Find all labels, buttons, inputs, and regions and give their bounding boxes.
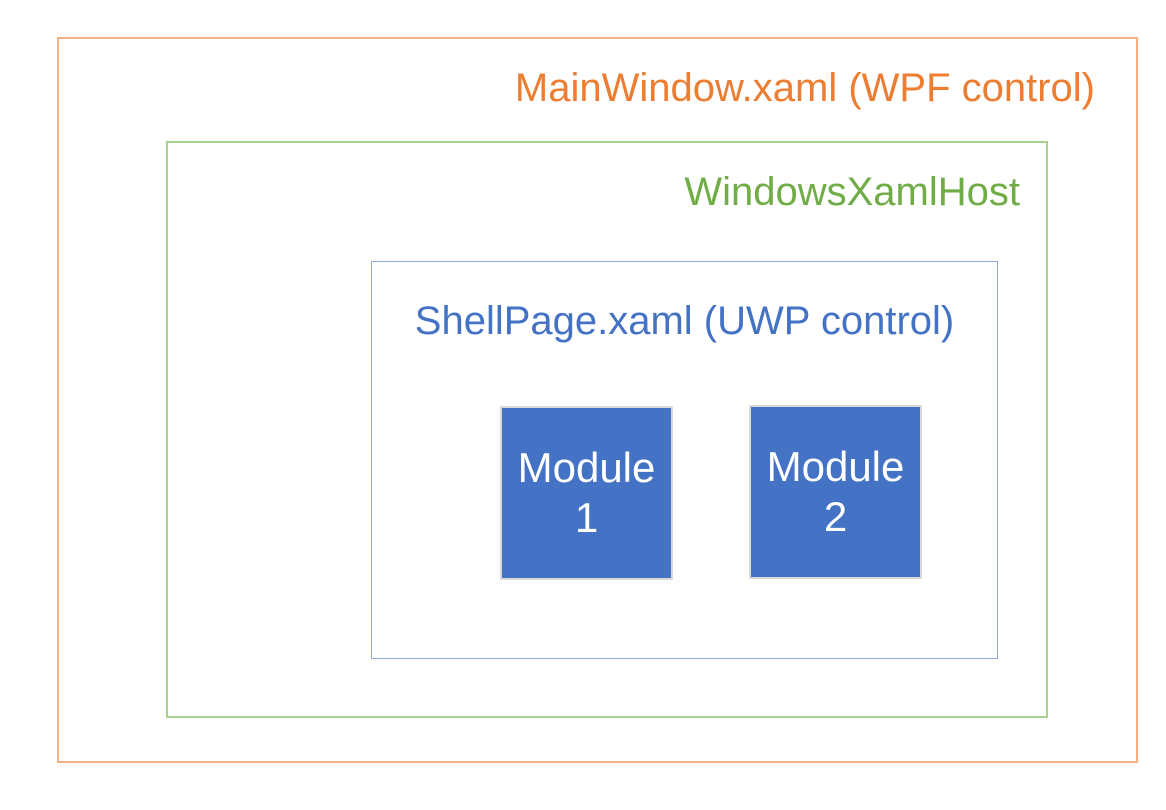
windowsxamlhost-box: WindowsXamlHost ShellPage.xaml (UWP cont… <box>166 141 1048 718</box>
mainwindow-wpf-box: MainWindow.xaml (WPF control) WindowsXam… <box>57 37 1138 763</box>
module-1-box: Module 1 <box>500 406 673 580</box>
shellpage-uwp-box: ShellPage.xaml (UWP control) Module 1 Mo… <box>371 261 998 659</box>
shellpage-uwp-label: ShellPage.xaml (UWP control) <box>414 299 955 343</box>
module-2-label-line2: 2 <box>823 493 848 540</box>
mainwindow-wpf-label: MainWindow.xaml (WPF control) <box>514 66 1095 110</box>
module-1-label-line2: 1 <box>574 494 599 541</box>
module-2-label-line1: Module <box>766 443 905 491</box>
module-1-label-line1: Module <box>517 444 656 492</box>
windowsxamlhost-label: WindowsXamlHost <box>684 170 1020 214</box>
module-2-box: Module 2 <box>749 405 922 579</box>
